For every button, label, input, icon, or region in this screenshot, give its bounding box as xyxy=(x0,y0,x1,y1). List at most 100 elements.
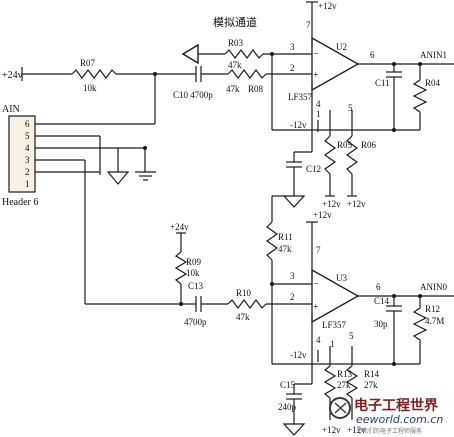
r05-ref: R05 xyxy=(337,140,353,150)
r13-value: 27k xyxy=(337,380,351,390)
u2-pin2-label: 2 xyxy=(290,63,295,73)
c14-ref: C14 xyxy=(374,296,390,306)
junction-dot xyxy=(418,62,422,66)
ground-symbol xyxy=(282,195,306,208)
r07-resistor xyxy=(71,69,117,79)
u3-pin5-label: 5 xyxy=(349,331,354,341)
connector-wiring xyxy=(35,74,185,305)
u2-opamp xyxy=(311,36,360,92)
u3-pin2-label: 2 xyxy=(290,292,295,302)
r08-value: 47k xyxy=(226,84,240,94)
r10-value: 47k xyxy=(236,312,250,322)
r04-ref: R04 xyxy=(425,78,441,88)
r10-ref: R10 xyxy=(236,288,252,298)
u3-vcc-label: +12v xyxy=(313,210,332,220)
schematic-title: 模拟通道 xyxy=(213,15,257,29)
header-connector-body xyxy=(8,115,36,193)
junction-dot xyxy=(392,128,396,132)
u2-vcc-label: +12v xyxy=(318,1,337,11)
u2-part: LF357 xyxy=(288,92,313,102)
r03-value: 47k xyxy=(228,60,242,70)
r12-ref: R12 xyxy=(425,304,440,314)
pin-5-label: 5 xyxy=(25,131,30,141)
supply-pos24-label: +24v xyxy=(2,70,23,81)
u3-vee-label: -12v xyxy=(290,350,307,360)
u2-pin1-label: 1 xyxy=(316,109,321,119)
pin-1-label: 1 xyxy=(25,179,30,189)
c11-ref: C11 xyxy=(375,78,390,88)
r09-ref: R09 xyxy=(186,257,202,267)
c13-value: 4700p xyxy=(184,317,207,327)
c15-value: 240p xyxy=(278,402,297,412)
ground-symbol xyxy=(282,423,306,436)
r14-supply: +12v xyxy=(347,425,366,435)
connector-pins: 6 5 4 3 2 1 xyxy=(25,119,30,189)
r11-ref: R11 xyxy=(278,232,293,242)
u2-pin6-label: 6 xyxy=(370,50,375,60)
r12-value: 4.7M xyxy=(425,316,444,326)
u3-pin6-label: 6 xyxy=(376,282,381,292)
u3-ref: U3 xyxy=(336,273,347,283)
u2-pin3-label: 3 xyxy=(290,42,295,52)
watermark-tagline: 为我们的电子工程师服务 xyxy=(356,427,422,435)
r05-supply: +12v xyxy=(322,199,341,209)
u2-plus-sign: + xyxy=(313,70,319,81)
r06-ref: R06 xyxy=(361,140,377,150)
u2-pin7-label: 7 xyxy=(306,20,311,30)
pin-3-label: 3 xyxy=(25,155,30,165)
c13-capacitor xyxy=(185,296,228,312)
pin-6-label: 6 xyxy=(25,119,30,129)
c15-capacitor xyxy=(286,360,313,424)
r09-resistor xyxy=(174,232,188,304)
r08-ref: R08 xyxy=(248,84,264,94)
r09-value: 10k xyxy=(186,268,200,278)
c10-capacitor xyxy=(195,66,228,82)
u3-opamp xyxy=(311,268,360,324)
u2-offset-resistors xyxy=(323,110,359,197)
r13-supply: +12v xyxy=(322,425,341,435)
u3-part: LF357 xyxy=(322,320,347,330)
junction-dot xyxy=(270,282,274,286)
r06-supply: +12v xyxy=(347,199,366,209)
pin-4-label: 4 xyxy=(25,143,30,153)
r13-ref: R13 xyxy=(337,369,353,379)
connector-part: Header 6 xyxy=(2,197,38,208)
eeworld-watermark: 电子工程世界 eeworld.com.cn 为我们的电子工程师服务 xyxy=(329,397,443,435)
u3-plus-sign: + xyxy=(313,302,319,313)
u2-pin4-label: 4 xyxy=(316,99,321,109)
r09-supply: +24v xyxy=(170,222,189,232)
u3-output-net: ANIN0 xyxy=(420,282,447,292)
junction-dot xyxy=(392,62,396,66)
junction-dot xyxy=(153,72,157,76)
u3-pin7-label: 7 xyxy=(316,245,321,255)
c14-value: 30p xyxy=(374,319,388,329)
c12-capacitor xyxy=(286,130,313,196)
u2-ref: U2 xyxy=(336,42,347,52)
r11-resistor xyxy=(265,195,312,285)
u2-vee-label: -12v xyxy=(290,120,307,130)
junction-dot xyxy=(392,294,396,298)
c15-ref: C15 xyxy=(280,380,296,390)
connector-name: AIN xyxy=(2,104,20,115)
u2-output-net: ANIN1 xyxy=(420,50,447,60)
r10-resistor xyxy=(227,299,312,309)
u3-minus-sign: − xyxy=(313,279,319,290)
u3-pin4-label: 4 xyxy=(316,335,321,345)
u2-pin5-label: 5 xyxy=(348,103,353,113)
junction-dot xyxy=(143,146,147,150)
r14-value: 27k xyxy=(364,380,378,390)
u3-supply-wiring xyxy=(306,221,319,362)
junction-dot xyxy=(418,294,422,298)
r03-ref: R03 xyxy=(228,38,244,48)
junction-dot xyxy=(392,362,396,366)
u3-pin1-label: 1 xyxy=(330,339,335,349)
pin-2-label: 2 xyxy=(25,167,30,177)
r11-value: 47k xyxy=(278,244,292,254)
c12-ref: C12 xyxy=(306,164,321,174)
c10-label: C10 4700p xyxy=(173,90,213,100)
c13-ref: C13 xyxy=(188,281,204,291)
u3-pin3-label: 3 xyxy=(290,271,295,281)
r07-value: 10k xyxy=(83,83,97,93)
r07-ref: R07 xyxy=(80,58,96,68)
